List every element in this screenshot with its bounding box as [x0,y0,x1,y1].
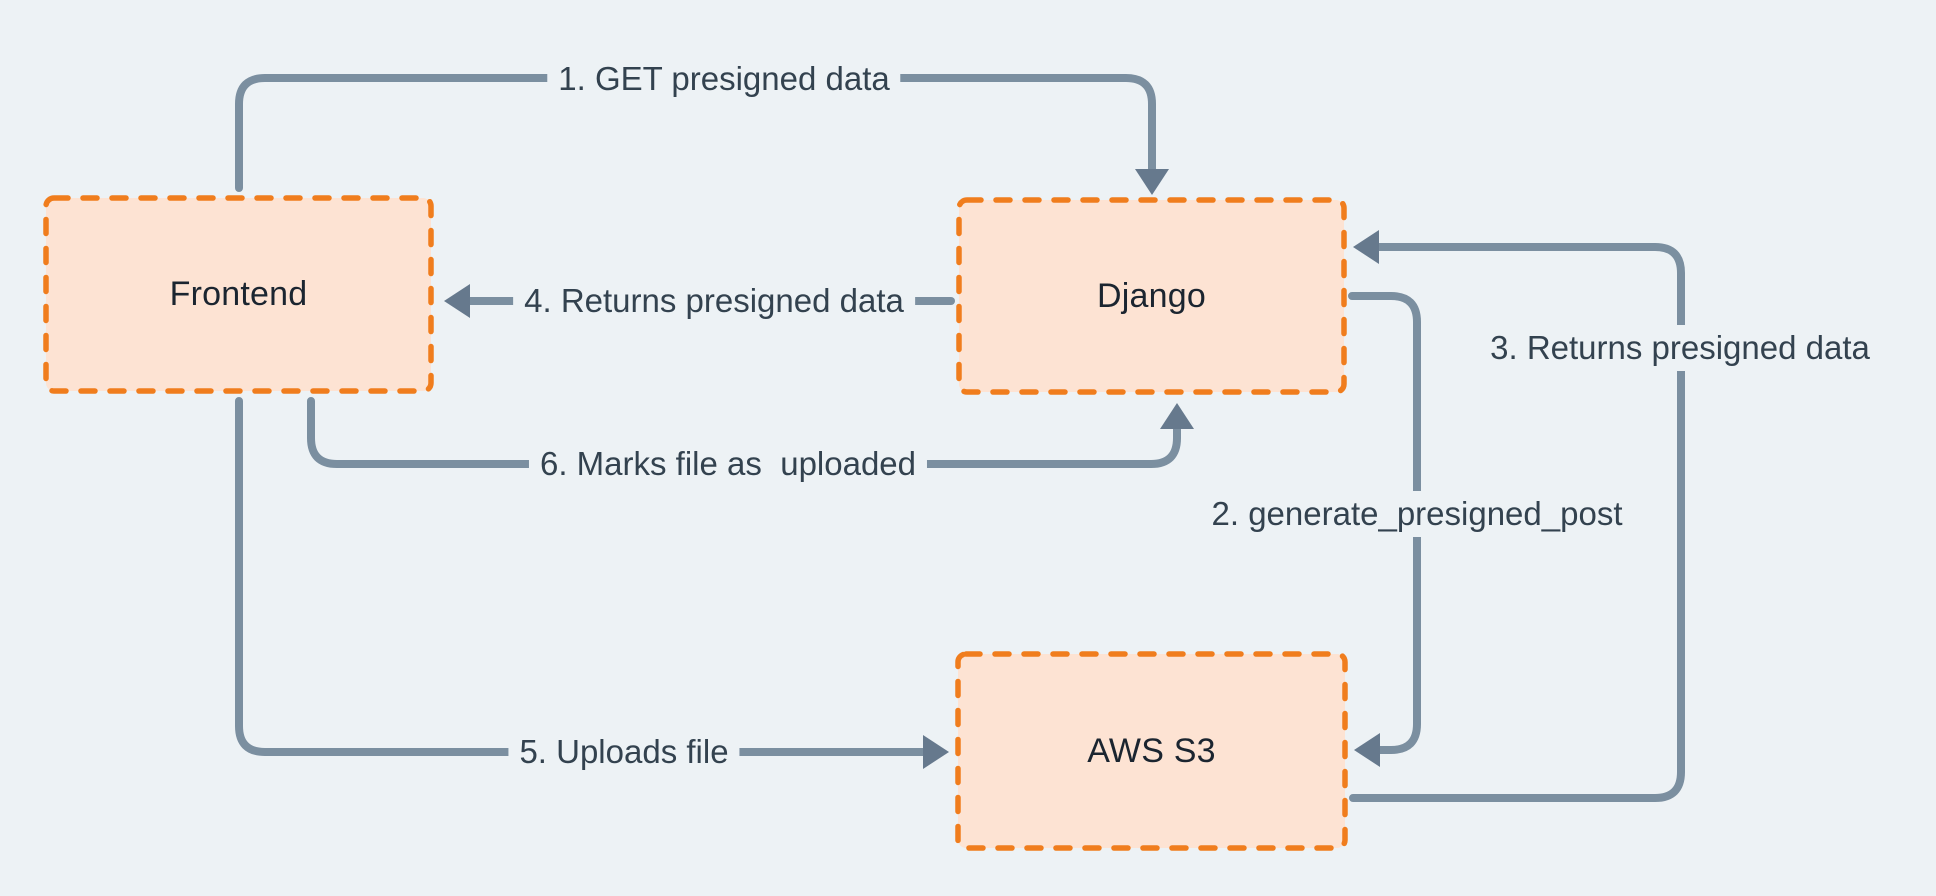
flow-label-6: 6. Marks file as uploaded [528,441,928,487]
node-frontend: Frontend [46,198,431,391]
flow-label-5: 5. Uploads file [508,729,740,775]
node-django: Django [959,200,1344,392]
flow-label-3: 3. Returns presigned data [1479,325,1881,371]
aws-s3-box [955,651,1348,851]
flow-label-4: 4. Returns presigned data [513,278,915,324]
frontend-box [43,195,434,394]
django-box [956,197,1347,395]
flow-3-path [1349,230,1685,802]
flow-label-2: 2. generate_presigned_post [1200,491,1634,537]
flow-5-path [235,397,949,769]
node-django-label: Django [1097,276,1206,315]
node-frontend-label: Frontend [169,275,308,313]
flow-label-1: 1. GET presigned data [547,56,901,102]
node-aws-s3-label: AWS S3 [1087,731,1216,770]
node-aws-s3: AWS S3 [958,654,1345,848]
